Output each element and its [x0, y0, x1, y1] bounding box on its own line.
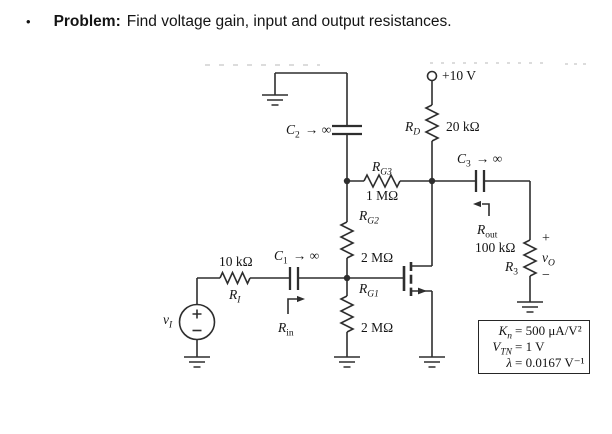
ri-value: 10 kΩ: [219, 254, 253, 269]
rg2-resistor: [339, 221, 355, 296]
vi-label: vI: [163, 312, 173, 331]
top-ground-branch: [261, 72, 347, 106]
rg1-label: RG1: [359, 281, 379, 300]
ground-icon: [418, 356, 446, 368]
rout-label: Rout: [477, 222, 498, 241]
c1-capacitor: [288, 267, 347, 290]
c3-label: C3→ ∞: [457, 151, 503, 170]
rg1-resistor: [333, 295, 361, 368]
supply-terminal-icon: [426, 70, 438, 82]
rg2-label: RG2: [359, 208, 379, 227]
vo-plus-sign: +: [542, 231, 550, 246]
vo-label: vO: [542, 250, 555, 269]
problem-label: Problem:: [53, 13, 121, 30]
supply-label: +10 V: [442, 68, 476, 83]
c3-capacitor: [432, 170, 530, 192]
ri-resistor: [197, 270, 290, 286]
param-kn: Kn = 500 μA/V²: [498, 323, 582, 342]
rd-value: 20 kΩ: [446, 119, 480, 134]
problem-text: Find voltage gain, input and output resi…: [126, 13, 452, 30]
param-vtn: VTN = 1 V: [492, 339, 545, 358]
rd-resistor: [424, 104, 440, 142]
rg2-value: 2 MΩ: [361, 250, 394, 265]
c2-capacitor: [332, 73, 362, 222]
bullet-icon: •: [26, 14, 31, 29]
plus-sign-icon: [192, 309, 202, 319]
supply-branch: [424, 70, 440, 181]
param-lambda: λ = 0.0167 V⁻¹: [506, 355, 585, 370]
rout-arrow-icon: [473, 200, 490, 216]
ground-icon: [261, 94, 289, 106]
problem-statement: • Problem: Find voltage gain, input and …: [26, 13, 452, 31]
mosfet-symbol: [347, 262, 446, 368]
rd-label: RD: [405, 119, 421, 138]
rg3-value: 1 MΩ: [366, 188, 399, 203]
crop-artifacts: [205, 62, 590, 66]
vi-source: [178, 278, 216, 368]
source-arrow-icon: [418, 287, 427, 295]
ri-label: RI: [229, 287, 241, 306]
ground-icon: [333, 356, 361, 368]
vo-minus-sign: −: [542, 268, 550, 283]
rg1-value: 2 MΩ: [361, 320, 394, 335]
rin-label: Rin: [278, 320, 294, 339]
r3-value: 100 kΩ: [475, 240, 516, 255]
rg3-label: RG3: [372, 159, 392, 178]
r3-resistor: [516, 181, 544, 313]
junction-dots: [343, 177, 436, 282]
ground-icon: [183, 356, 211, 368]
rin-arrow-icon: [287, 295, 305, 314]
c1-label: C1→ ∞: [274, 248, 320, 267]
ground-icon: [516, 301, 544, 313]
device-parameters-box: Kn = 500 μA/V² VTN = 1 V λ = 0.0167 V⁻¹: [478, 320, 590, 374]
r3-label: R3: [505, 259, 518, 278]
c2-label: C2→ ∞: [286, 122, 332, 141]
